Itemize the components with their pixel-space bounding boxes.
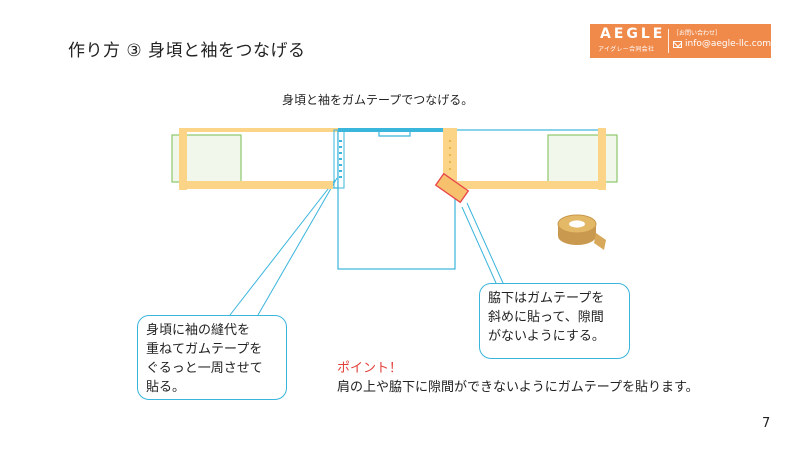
garment-body bbox=[333, 128, 457, 270]
slide-subtitle: 身頃と袖をガムテープでつなげる。 bbox=[282, 93, 474, 107]
left-sleeve-end-tape bbox=[179, 128, 187, 190]
logo-divider bbox=[668, 29, 669, 53]
callout-line: 貼る。 bbox=[146, 380, 186, 395]
page-number: 7 bbox=[762, 416, 771, 431]
point-text: 肩の上や脇下に隙間ができないようにガムテープを貼ります。 bbox=[337, 380, 699, 395]
contact-email: info@aegle-llc.com bbox=[685, 39, 771, 49]
armpit-tape-piece bbox=[434, 172, 470, 204]
right-seam-tape bbox=[443, 128, 457, 190]
tape-roll-icon bbox=[557, 214, 606, 250]
right-sleeve bbox=[454, 128, 618, 190]
right-seam-dots bbox=[449, 140, 451, 170]
callout-pointer-lines bbox=[229, 177, 504, 316]
company-logo: AEGLE アイグレー合同会社 ［お問い合わせ］ info@aegle-llc.… bbox=[590, 24, 771, 58]
point-label: ポイント！ bbox=[337, 361, 403, 376]
left-seam-dots bbox=[339, 140, 342, 178]
callout-line: がないようにする。 bbox=[488, 329, 605, 344]
contact-label: ［お問い合わせ］ bbox=[673, 30, 722, 37]
callout-line: 身頃に袖の縫代を bbox=[146, 323, 251, 338]
shoulder-tape-line bbox=[338, 128, 455, 132]
point-note: ポイント！ 肩の上や脇下に隙間ができないようにガムテープを貼ります。 bbox=[337, 359, 699, 397]
slide-title: 作り方 ③ 身頃と袖をつなげる bbox=[68, 41, 306, 61]
callout-line: ぐるっと一周させて bbox=[146, 361, 263, 376]
mail-icon bbox=[673, 41, 682, 48]
left-sleeve-bottom-tape bbox=[181, 181, 333, 189]
right-sleeve-bottom-tape bbox=[455, 181, 601, 189]
callout-line: 脇下はガムテープを bbox=[488, 291, 605, 306]
neckline bbox=[378, 130, 411, 137]
logo-brand: AEGLE bbox=[600, 26, 666, 42]
right-cuff bbox=[547, 134, 618, 183]
callout-line: 重ねてガムテープを bbox=[146, 342, 263, 357]
logo-brand-subtitle: アイグレー合同会社 bbox=[598, 46, 655, 53]
callout-sleeve-seam: 身頃に袖の縫代を 重ねてガムテープを ぐるっと一周させて 貼る。 bbox=[137, 315, 287, 400]
left-sleeve-top-tape bbox=[180, 128, 338, 132]
right-sleeve-end-tape bbox=[598, 128, 606, 190]
callout-armpit: 脇下はガムテープを 斜めに貼って、隙間 がないようにする。 bbox=[479, 283, 630, 359]
left-sleeve bbox=[171, 128, 339, 190]
callout-line: 斜めに貼って、隙間 bbox=[488, 310, 604, 325]
